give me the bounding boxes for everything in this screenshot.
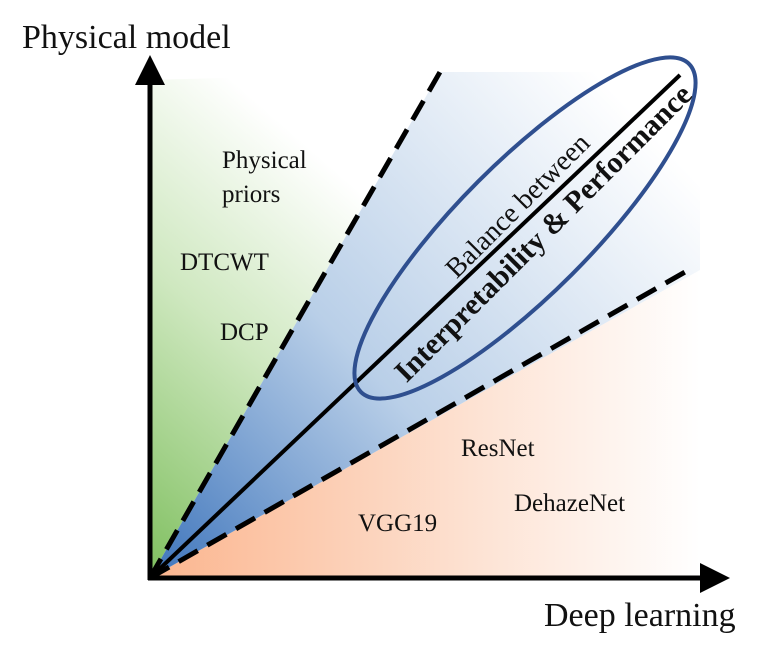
dcp-label: DCP — [220, 319, 269, 346]
y-axis-title: Physical model — [22, 19, 231, 56]
lower-dashed-boundary — [148, 265, 694, 581]
resnet-label: ResNet — [461, 435, 535, 462]
physical-priors-label-line2: priors — [222, 181, 280, 208]
dtcwt-label: DTCWT — [180, 249, 269, 276]
physical-priors-label-line1: Physical — [222, 147, 307, 174]
x-axis-title: Deep learning — [544, 597, 736, 634]
balance-cone-region — [150, 72, 700, 578]
dehazenet-label: DehazeNet — [514, 490, 625, 517]
balance-ellipse — [352, 55, 698, 401]
vgg19-label: VGG19 — [358, 510, 437, 537]
balance-center-line — [148, 73, 682, 580]
